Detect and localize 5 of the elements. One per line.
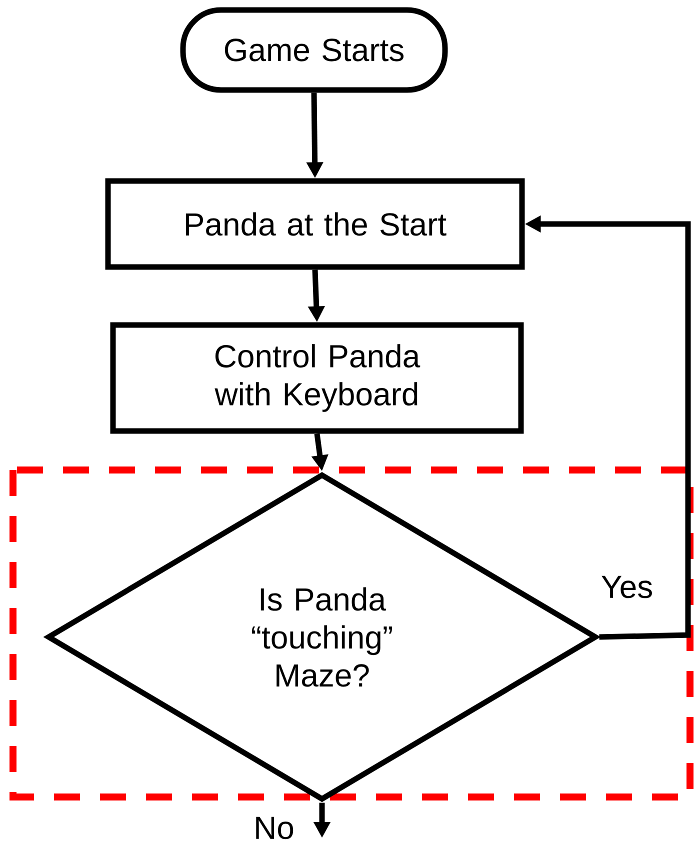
process-box: Control Panda with Keyboard	[110, 322, 524, 434]
start-terminal: Game Starts	[180, 7, 448, 93]
edge-label: No	[256, 816, 294, 840]
edge-label: Yes	[602, 576, 652, 598]
process-box: Panda at the Start	[105, 178, 525, 270]
